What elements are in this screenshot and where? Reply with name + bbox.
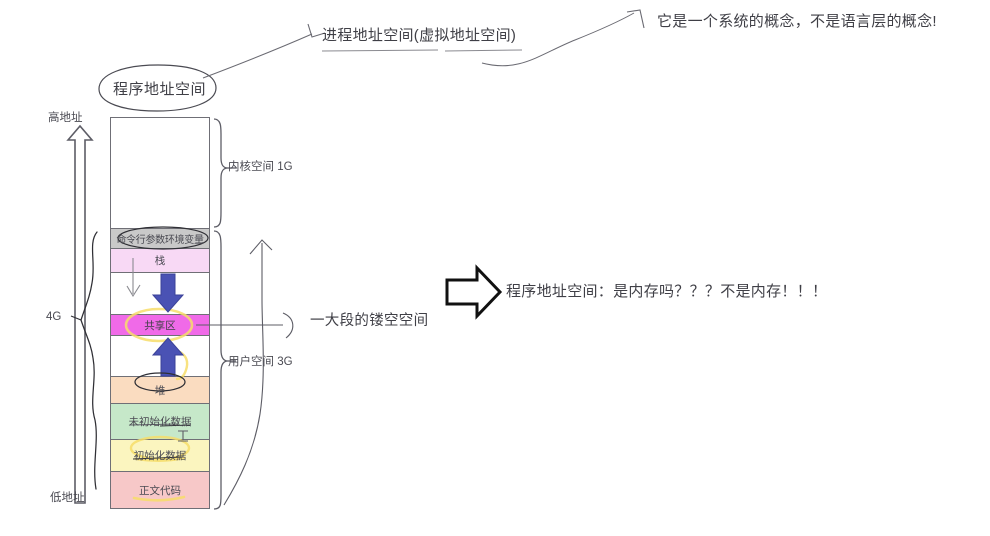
segment-initialized-data: 初始化数据 xyxy=(110,439,210,471)
segment-heap: 堆 xyxy=(110,376,210,403)
brace-user-space xyxy=(213,230,236,510)
user-space-span-arrowhead xyxy=(249,239,273,255)
annotation-process-address-space: 进程地址空间(虚拟地址空间) xyxy=(322,27,517,44)
title-bubble-label: 程序地址空间 xyxy=(113,81,207,98)
segment-label: 栈 xyxy=(154,255,166,267)
annotation-system-concept: 它是一个系统的概念，不是语言层的概念! xyxy=(657,13,937,30)
memory-layout-column: 命令行参数环境变量 栈 共享区 堆 未初始化数据 初始化数据 正文代码 xyxy=(110,117,210,509)
annotation-is-it-memory: 程序地址空间：是内存吗？？？不是内存！！！ xyxy=(506,283,828,300)
axis-label-low-address: 低地址 xyxy=(50,492,85,504)
segment-label: 堆 xyxy=(154,384,166,397)
leader-title-to-top-note xyxy=(202,33,313,79)
underline-top-note xyxy=(321,49,439,52)
segment-kernel-space xyxy=(110,117,210,228)
segment-stack: 栈 xyxy=(110,248,210,272)
brace-label-user-space: 用户空间 3G xyxy=(228,356,293,368)
arrowhead-topright-note xyxy=(626,9,645,29)
user-space-span-arrow xyxy=(223,243,264,506)
segment-label: 正文代码 xyxy=(139,484,181,497)
segment-shared-zone: 共享区 xyxy=(110,314,210,335)
segment-text-code: 正文代码 xyxy=(110,471,210,509)
hollow-note-hook xyxy=(282,312,294,339)
axis-label-high-address: 高地址 xyxy=(48,112,83,124)
axis-label-total-size: 4G xyxy=(46,311,62,323)
segment-command-args-env: 命令行参数环境变量 xyxy=(110,228,210,248)
callout-right-arrow xyxy=(445,264,503,320)
underline-top-note-2 xyxy=(444,49,523,52)
segment-label: 初始化数据 xyxy=(133,450,187,462)
segment-label: 命令行参数环境变量 xyxy=(116,235,204,246)
segment-label: 共享区 xyxy=(144,319,176,332)
brace-4g-tip xyxy=(70,315,82,321)
segment-uninitialized-data: 未初始化数据 xyxy=(110,403,210,439)
segment-label: 未初始化数据 xyxy=(128,416,192,428)
segment-gap-upper xyxy=(110,272,210,314)
brace-label-kernel-space: 内核空间 1G xyxy=(228,161,293,173)
annotation-hollow-space: 一大段的镂空空间 xyxy=(310,313,429,329)
address-direction-arrow xyxy=(66,124,94,504)
brace-4g xyxy=(80,231,98,490)
segment-gap-lower xyxy=(110,335,210,376)
